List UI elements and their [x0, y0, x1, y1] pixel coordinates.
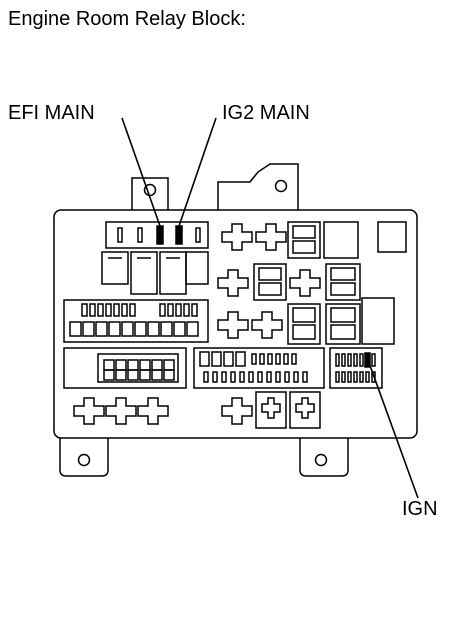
ign-leader — [367, 359, 419, 499]
mini-fuse — [347, 353, 352, 367]
fuse-slot — [147, 321, 160, 337]
mini-fuse — [212, 371, 218, 383]
mini-fuse — [175, 303, 182, 317]
mini-fuse — [275, 353, 281, 365]
mini-fuse — [129, 303, 136, 317]
mini-fuse — [203, 371, 209, 383]
mini-fuse — [248, 371, 254, 383]
fuse-slot — [121, 321, 134, 337]
mini-fuse — [371, 353, 376, 367]
mini-fuse — [89, 303, 96, 317]
mini-fuse — [167, 303, 174, 317]
mini-fuse — [291, 353, 297, 365]
fuse-slot — [160, 321, 173, 337]
fuse-slot — [223, 351, 234, 367]
mini-fuse — [341, 371, 346, 383]
page-title: Engine Room Relay Block: — [8, 8, 246, 30]
connector-pin — [127, 369, 139, 381]
mini-fuse — [353, 371, 358, 383]
connector-pin — [115, 369, 127, 381]
mini-fuse — [359, 371, 364, 383]
connector-pin — [115, 359, 127, 371]
fuse-slot — [69, 321, 82, 337]
mini-fuse — [302, 371, 308, 383]
large-relays — [101, 251, 209, 295]
efi-main-fuse — [156, 225, 164, 245]
mini-fuse — [365, 371, 370, 383]
relay-block-body — [53, 163, 418, 477]
fuse-slot — [95, 321, 108, 337]
mini-fuse — [105, 303, 112, 317]
main-fuse-strip — [105, 221, 209, 249]
mini-fuse — [341, 353, 346, 367]
connector-pin — [127, 359, 139, 371]
ig2-main-label: IG2 MAIN — [222, 102, 310, 124]
connector-pin — [163, 359, 175, 371]
efi-main-label: EFI MAIN — [8, 102, 95, 124]
mini-fuse — [230, 371, 236, 383]
efi-main-leader — [121, 117, 161, 227]
mini-fuse — [257, 371, 263, 383]
mini-fuse — [284, 371, 290, 383]
mini-fuse — [275, 371, 281, 383]
fuse-slot — [134, 321, 147, 337]
mini-fuse — [251, 353, 257, 365]
mini-fuse — [113, 303, 120, 317]
mini-fuse — [283, 353, 289, 365]
fuse-slot — [235, 351, 246, 367]
connector-pin — [103, 369, 115, 381]
fuse-slot — [186, 321, 199, 337]
ign-fuse — [364, 352, 371, 368]
connector-pin — [151, 369, 163, 381]
connector-pin — [139, 369, 151, 381]
fuse-slot — [211, 351, 222, 367]
mini-fuse — [97, 303, 104, 317]
mini-fuse — [335, 371, 340, 383]
mini-fuse — [239, 371, 245, 383]
mini-fuse — [81, 303, 88, 317]
ig2-main-leader — [178, 117, 217, 227]
connector-pin — [151, 359, 163, 371]
mini-fuse — [293, 371, 299, 383]
mini-fuse — [266, 371, 272, 383]
boxed-relays — [253, 221, 407, 429]
fuse-slot — [173, 321, 186, 337]
mini-fuse — [335, 353, 340, 367]
mini-fuse — [359, 353, 364, 367]
mini-fuse — [191, 303, 198, 317]
mini-fuse — [267, 353, 273, 365]
connectors — [63, 347, 383, 389]
cross-sockets — [73, 223, 321, 425]
leader-lines — [121, 117, 419, 499]
mini-fuse — [259, 353, 265, 365]
ig2-main-fuse — [175, 225, 183, 245]
connector-pin — [139, 359, 151, 371]
mini-fuse — [353, 353, 358, 367]
connector-pin — [103, 359, 115, 371]
mini-fuse — [183, 303, 190, 317]
mini-fuse — [347, 371, 352, 383]
fuse-slot — [199, 351, 210, 367]
ign-label: IGN — [402, 498, 438, 520]
connector-pin — [163, 369, 175, 381]
fuse-slot — [82, 321, 95, 337]
mini-fuse — [159, 303, 166, 317]
fuse-slot — [108, 321, 121, 337]
mini-fuse — [121, 303, 128, 317]
left-fuse-block — [63, 299, 209, 343]
mini-fuse — [221, 371, 227, 383]
